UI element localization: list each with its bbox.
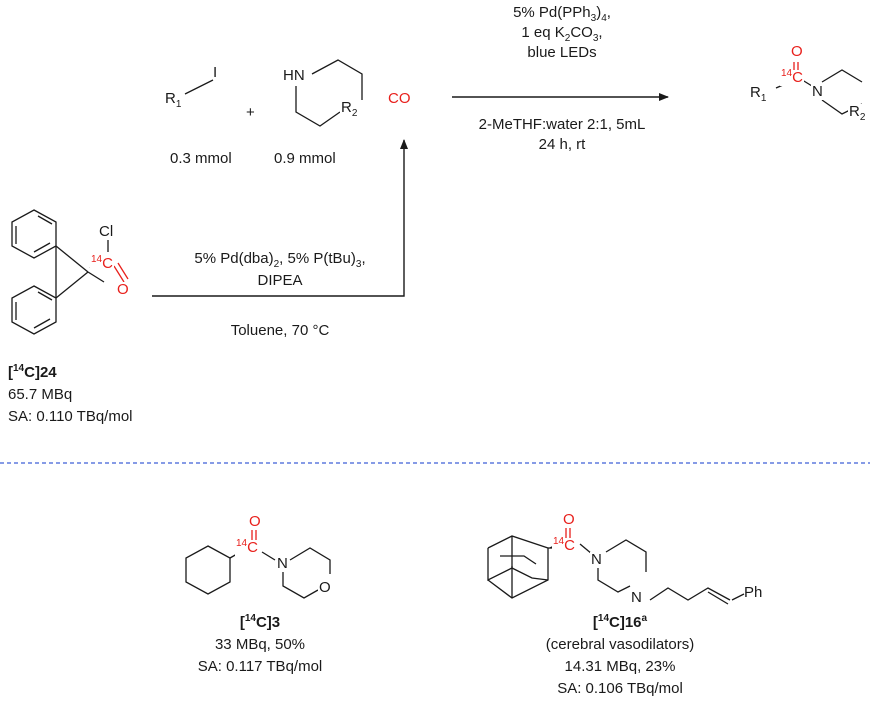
main-conditions-line2: 1 eq K2CO3, [521,24,603,44]
product16-carbon-14: 14C [552,536,576,554]
product3-morpholine-oxygen: O [318,579,332,596]
plus-sign: + [246,104,255,121]
product3-activity: 33 MBq, 50% [214,636,306,653]
precursor-oxygen: O [116,281,130,298]
product16-activity: 14.31 MBq, 23% [564,658,676,675]
fluorene-carbonyl-double-bond [113,262,129,283]
product16-nitrogen-1: N [590,551,603,568]
r1i-amount: 0.3 mmol [170,150,232,167]
product3-label: [14C]3 [239,613,281,632]
main-conditions-time: 24 h, rt [538,136,586,153]
amine-amount: 0.9 mmol [274,150,336,167]
product3-nitrogen: N [276,555,289,572]
co-conditions-solvent: Toluene, 70 °C [230,322,330,339]
product-carbon-14: 14C [780,68,804,86]
co-label: CO [388,90,411,107]
r1-iodide-bonds [184,79,214,95]
product-16-bonds [487,535,745,605]
main-conditions-line3: blue LEDs [527,44,597,61]
product-r1: R1 [750,84,767,104]
piperidine-reagent-bonds [295,59,363,127]
precursor-label: [14C]24 [8,363,57,382]
precursor-carbon-14: 14C [90,254,114,272]
amine-r2-label: R2 [340,99,359,119]
product-nitrogen: N [811,83,824,100]
product3-carbon-14: 14C [235,538,259,556]
r1-label: R1 [165,90,182,110]
precursor-sa: SA: 0.110 TBq/mol [8,408,133,425]
product-3-carbonyl [251,530,257,540]
product-oxygen: O [790,43,804,60]
product-r2: R2 [848,103,867,123]
iodine-label: I [213,64,218,81]
product16-label: [14C]16a [592,613,648,632]
product-16-carbonyl [565,528,571,538]
product3-oxygen: O [248,513,262,530]
fluorene-bonds [11,209,109,335]
product16-note: (cerebral vasodilators) [545,636,695,653]
product16-nitrogen-2: N [630,589,643,606]
main-conditions-solvent: 2-MeTHF:water 2:1, 5mL [478,116,646,133]
acyl-chloride-cl: Cl [98,223,115,240]
co-generation-arrow [152,139,408,297]
co-conditions-line2: DIPEA [257,272,303,289]
precursor-activity: 65.7 MBq [8,386,73,403]
product16-phenyl: Ph [744,584,763,601]
product-3-bonds [185,545,331,599]
product3-sa: SA: 0.117 TBq/mol [197,658,323,675]
product16-sa: SA: 0.106 TBq/mol [557,680,683,697]
product16-oxygen: O [562,511,576,528]
main-conditions-line1: 5% Pd(PPh3)4, [513,4,611,24]
co-conditions-line1: 5% Pd(dba)2, 5% P(tBu)3, [194,250,366,270]
amine-nh-label: HN [282,67,306,84]
